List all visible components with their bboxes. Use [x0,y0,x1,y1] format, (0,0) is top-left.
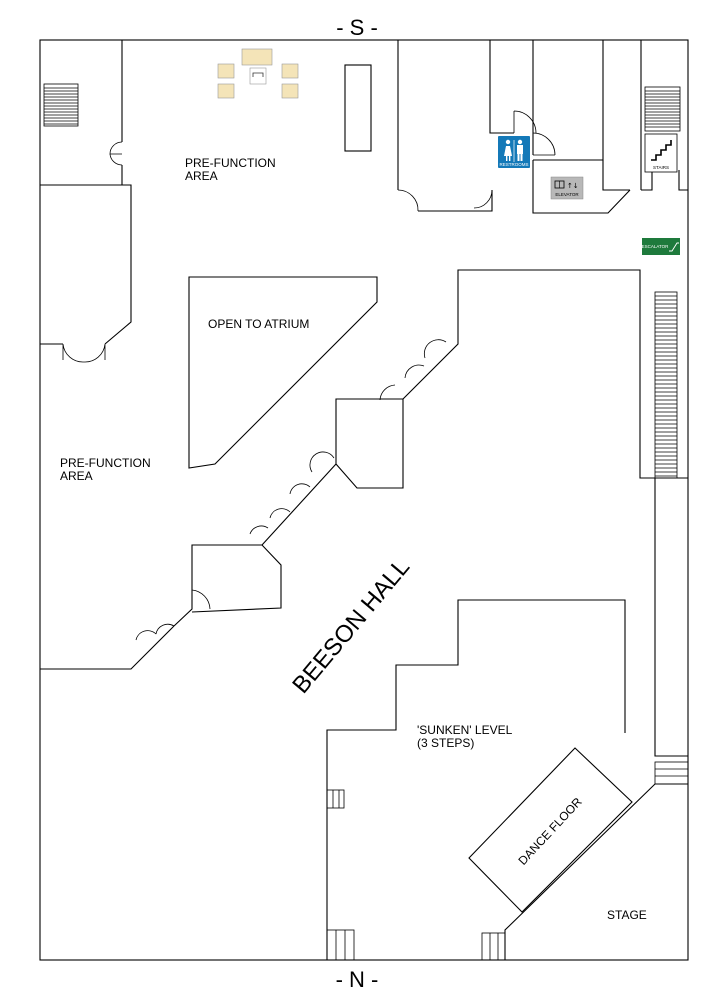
building-outline [39,39,689,961]
restroom-sign-label: RESTROOMS [499,162,528,167]
restroom-sign: RESTROOMS [498,136,530,168]
label-dance-floor: DANCE FLOOR [515,795,585,868]
compass-bottom: - N - [336,967,379,992]
sunken-steps-left [326,789,345,809]
sunken-steps-bottom-right [481,932,506,961]
top-left-stairs [43,83,79,127]
label-prefunction-left-1: PRE-FUNCTION [60,456,151,470]
stairs-sign-label: STAIRS [653,165,669,170]
label-sunken-2: (3 STEPS) [417,736,474,750]
label-stage: STAGE [607,908,647,922]
escalator [639,278,688,479]
dance-floor [468,747,633,913]
label-prefunction-top-2: AREA [185,169,218,183]
top-right-stairs [644,86,681,132]
open-to-atrium [188,276,378,469]
stage [504,761,689,960]
top-service-rooms [397,40,688,214]
top-left-stair-room [40,40,123,186]
escalator-sign-label: ESCALATOR [642,244,670,249]
stairs-sign: STAIRS [644,133,678,173]
sofa [241,48,273,66]
svg-text:↑↓: ↑↓ [567,182,579,190]
label-prefunction-top-1: PRE-FUNCTION [185,156,276,170]
label-sunken-1: 'SUNKEN' LEVEL [417,723,513,737]
label-open-to-atrium: OPEN TO ATRIUM [208,317,309,331]
lounge-furniture [217,48,299,99]
compass-top: - S - [336,15,378,40]
counter [344,64,372,152]
sunken-steps-bottom-left [326,929,355,961]
stage-steps [654,761,689,785]
label-prefunction-left-2: AREA [60,469,93,483]
coffee-table [249,67,267,85]
left-side-room [40,184,132,363]
escalator-sign: ESCALATOR [642,238,680,255]
elevator-sign: ↑↓ ELEVATOR [550,176,584,200]
sunken-level [326,478,688,961]
elevator-sign-label: ELEVATOR [555,192,579,197]
hall-diagonal-wall [40,269,641,670]
